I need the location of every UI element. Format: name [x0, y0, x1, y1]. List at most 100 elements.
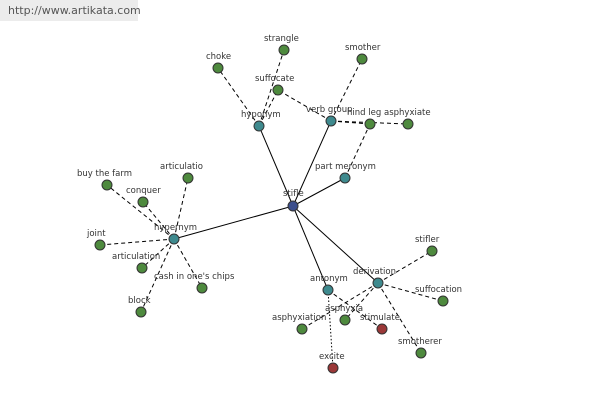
edge-hypernym-joint — [99, 238, 175, 246]
node-circle[interactable] — [196, 282, 208, 294]
node-circle[interactable] — [272, 84, 284, 96]
edge-hyponym-choke — [217, 67, 260, 127]
node-label[interactable]: joint — [86, 229, 106, 239]
node-circle[interactable] — [426, 245, 438, 257]
node-suffocate[interactable]: suffocate — [255, 74, 294, 96]
node-circle[interactable] — [437, 295, 449, 307]
node-hind-leg[interactable]: hind leg — [347, 108, 381, 130]
node-hypernym[interactable]: hypernym — [154, 223, 197, 245]
node-label[interactable]: suffocate — [255, 74, 294, 84]
node-label[interactable]: articulatio — [160, 162, 203, 172]
node-label[interactable]: part meronym — [315, 162, 376, 172]
node-smotherer[interactable]: smotherer — [398, 337, 442, 359]
edge-hypernym-conquer — [142, 201, 175, 240]
node-block[interactable]: block — [128, 296, 151, 318]
node-conquer[interactable]: conquer — [126, 186, 161, 208]
node-suffocation[interactable]: suffocation — [415, 285, 462, 307]
node-stifler[interactable]: stifler — [415, 235, 440, 257]
node-circle[interactable] — [212, 62, 224, 74]
node-circle[interactable] — [356, 53, 368, 65]
node-stimulate[interactable]: stimulate — [360, 313, 400, 335]
node-circle[interactable] — [136, 262, 148, 274]
node-label[interactable]: smotherer — [398, 337, 442, 347]
node-label[interactable]: suffocation — [415, 285, 462, 295]
node-buy-the-farm[interactable]: buy the farm — [77, 169, 132, 191]
node-circle[interactable] — [339, 172, 351, 184]
node-articulation[interactable]: articulation — [112, 252, 160, 274]
node-circle[interactable] — [137, 196, 149, 208]
edge-hypernym-articulatio — [173, 177, 189, 240]
edge-stifle-hyponym — [258, 125, 294, 207]
node-label[interactable]: block — [128, 296, 151, 306]
node-asphyxiation[interactable]: asphyxiation — [272, 313, 326, 335]
node-circle[interactable] — [101, 179, 113, 191]
edge-stifle-antonym — [292, 205, 329, 291]
node-circle[interactable] — [253, 120, 265, 132]
node-label[interactable]: asphyxiate — [384, 108, 431, 118]
node-circle[interactable] — [327, 362, 339, 374]
node-strangle[interactable]: strangle — [264, 34, 299, 56]
node-joint[interactable]: joint — [86, 229, 106, 251]
node-circle[interactable] — [376, 323, 388, 335]
node-label[interactable]: hypernym — [154, 223, 197, 233]
nodes-layer: stifle hyponym verb group part meronym hyper… — [77, 34, 462, 374]
node-antonym[interactable]: antonym — [310, 274, 348, 296]
edge-hypernym-cash_chips — [173, 238, 203, 289]
source-url[interactable]: http://www.artikata.com — [0, 0, 141, 21]
node-choke[interactable]: choke — [206, 52, 231, 74]
node-asphyxiate[interactable]: asphyxiate — [384, 108, 431, 130]
edge-verb_group-hind_leg — [330, 120, 371, 125]
edge-stifle-derivation — [292, 205, 379, 284]
node-label[interactable]: hind leg — [347, 108, 381, 118]
node-circle[interactable] — [372, 277, 384, 289]
node-cash-chips[interactable]: cash in one's chips — [154, 272, 235, 294]
node-circle[interactable] — [364, 118, 376, 130]
node-circle[interactable] — [182, 172, 194, 184]
node-circle[interactable] — [168, 233, 180, 245]
node-stifle[interactable]: stifle — [283, 189, 304, 212]
node-circle[interactable] — [296, 323, 308, 335]
node-verb-group[interactable]: verb group — [306, 105, 353, 127]
node-circle[interactable] — [94, 239, 106, 251]
node-label[interactable]: asphyxia — [325, 304, 363, 314]
node-label[interactable]: verb group — [306, 105, 353, 115]
node-label[interactable]: excite — [319, 352, 345, 362]
node-label[interactable]: hyponym — [241, 110, 281, 120]
edge-stifle-hypernym — [173, 205, 294, 240]
node-hyponym[interactable]: hyponym — [241, 110, 281, 132]
node-smother[interactable]: smother — [345, 43, 381, 65]
node-derivation[interactable]: derivation — [353, 267, 396, 289]
node-label[interactable]: articulation — [112, 252, 160, 262]
node-label[interactable]: choke — [206, 52, 231, 62]
node-circle[interactable] — [339, 314, 351, 326]
node-circle[interactable] — [278, 44, 290, 56]
edge-stifle-part_meronym — [292, 177, 346, 207]
node-articulatio[interactable]: articulatio — [160, 162, 203, 184]
edge-part_meronym-hind_leg — [344, 123, 371, 179]
edge-verb_group-smother — [330, 58, 363, 122]
node-label[interactable]: antonym — [310, 274, 348, 284]
node-label[interactable]: conquer — [126, 186, 161, 196]
edge-derivation-asphyxia — [344, 282, 379, 321]
node-label[interactable]: derivation — [353, 267, 396, 277]
node-circle[interactable] — [287, 200, 299, 212]
node-part-meronym[interactable]: part meronym — [315, 162, 376, 184]
node-label[interactable]: smother — [345, 43, 381, 53]
node-circle[interactable] — [415, 347, 427, 359]
node-asphyxia[interactable]: asphyxia — [325, 304, 363, 326]
node-label[interactable]: asphyxiation — [272, 313, 326, 323]
node-excite[interactable]: excite — [319, 352, 345, 374]
node-circle[interactable] — [322, 284, 334, 296]
node-label[interactable]: cash in one's chips — [154, 272, 235, 282]
edge-derivation-suffocation — [377, 282, 444, 302]
node-label[interactable]: stifle — [283, 189, 304, 199]
edge-hyponym-strangle — [258, 49, 285, 127]
node-circle[interactable] — [325, 115, 337, 127]
node-circle[interactable] — [135, 306, 147, 318]
node-label[interactable]: stifler — [415, 235, 440, 245]
node-label[interactable]: stimulate — [360, 313, 400, 323]
node-circle[interactable] — [402, 118, 414, 130]
node-label[interactable]: buy the farm — [77, 169, 132, 179]
node-label[interactable]: strangle — [264, 34, 299, 44]
